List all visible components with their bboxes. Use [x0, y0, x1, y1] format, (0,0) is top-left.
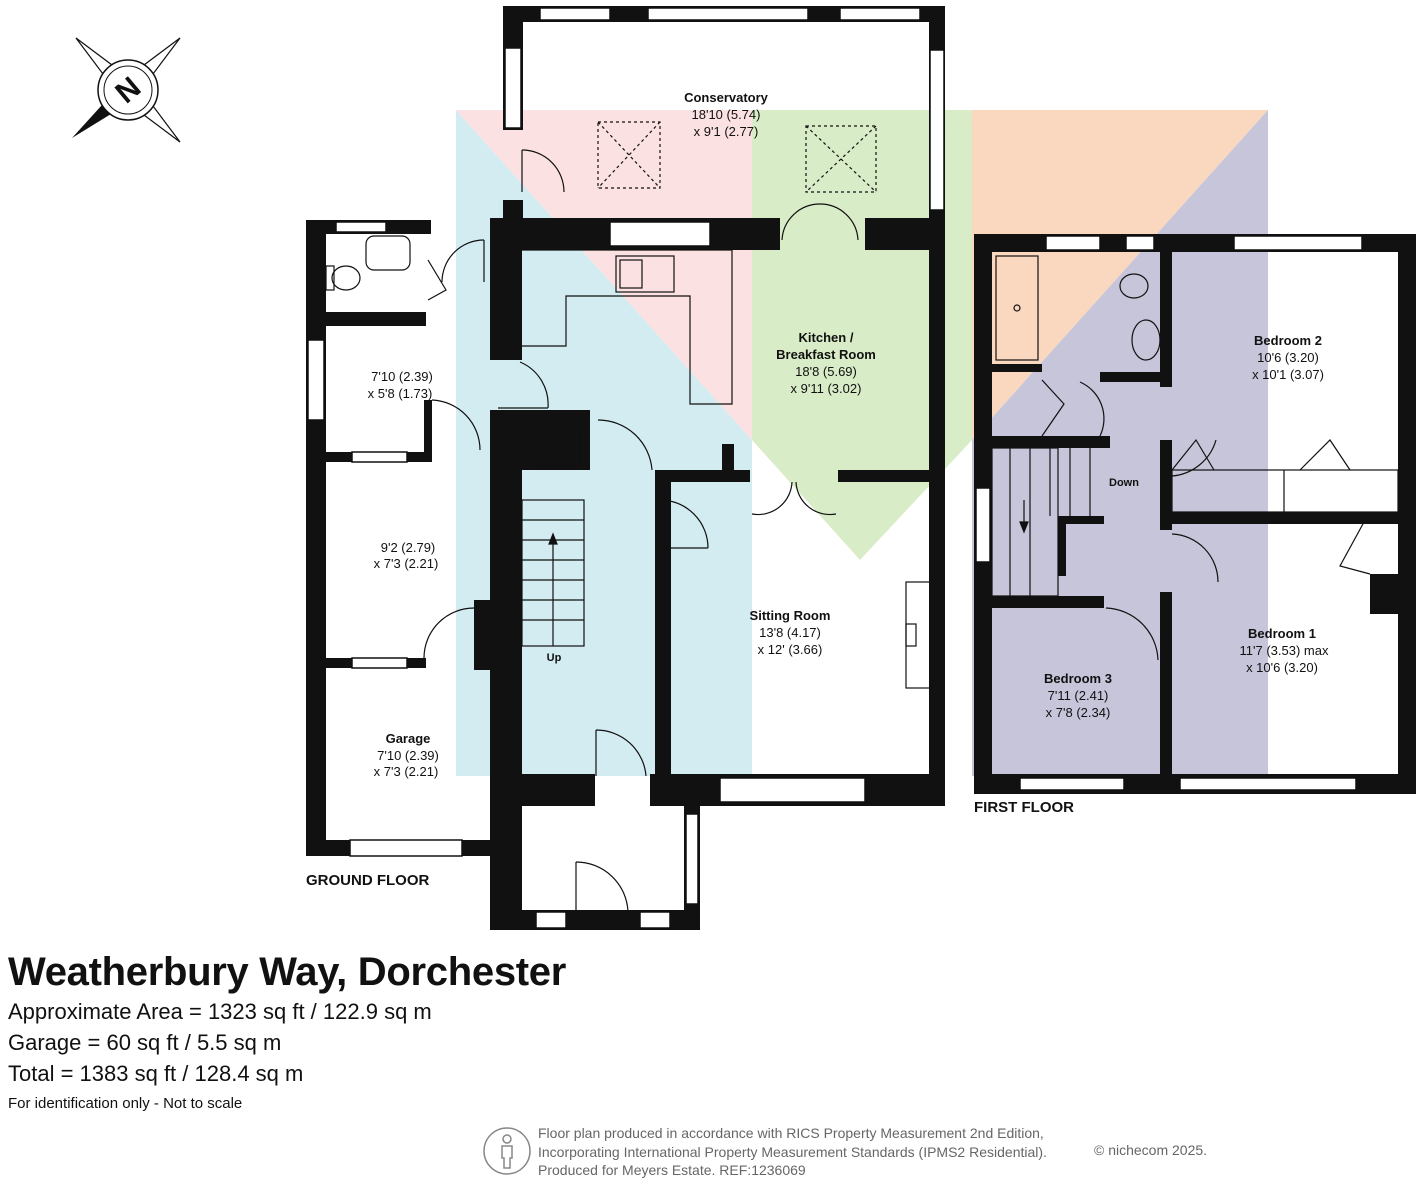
room-dim-bedroom1-2: x 10'6 (3.20) [1246, 660, 1318, 675]
property-info: Weatherbury Way, Dorchester Approximate … [8, 948, 708, 1112]
room-dim-store2-1: 9'2 (2.79) [381, 540, 436, 555]
room-dim-conservatory-1: 18'10 (5.74) [692, 107, 761, 122]
footer-line-2: Incorporating International Property Mea… [538, 1143, 1047, 1160]
stairs-up-label: Up [547, 652, 562, 664]
skylight-icon [805, 125, 877, 193]
property-title: Weatherbury Way, Dorchester [8, 950, 566, 994]
north-compass-icon: N [72, 37, 181, 143]
room-name-bedroom2: Bedroom 2 [1254, 333, 1322, 348]
footer-line-3: Produced for Meyers Estate. REF:1236069 [538, 1162, 806, 1178]
ground-stairs [521, 499, 585, 647]
person-measure-icon [483, 1127, 531, 1175]
room-name-kitchen-2: Breakfast Room [776, 347, 876, 362]
footer-line-1: Floor plan produced in accordance with R… [538, 1125, 1044, 1141]
footer-credit: © nichecom 2025. [1094, 1142, 1208, 1158]
toilet-icon [331, 265, 361, 291]
room-dim-kitchen-1: 18'8 (5.69) [795, 364, 857, 379]
sink-icon [615, 255, 675, 293]
ground-floor-label: GROUND FLOOR [306, 872, 429, 889]
room-name-conservatory: Conservatory [684, 90, 769, 105]
room-dim-garage-1: 7'10 (2.39) [377, 748, 439, 763]
room-dim-store1-2: x 5'8 (1.73) [368, 386, 433, 401]
first-floor-windows [975, 235, 1363, 791]
zone-bedrooms-purple [972, 110, 1268, 776]
total-area: Total = 1383 sq ft / 128.4 sq m [8, 1061, 304, 1086]
room-dim-bedroom2-2: x 10'1 (3.07) [1252, 367, 1324, 382]
room-dim-bedroom3-2: x 7'8 (2.34) [1046, 705, 1111, 720]
wc-fixtures [325, 235, 411, 291]
room-name-bedroom1: Bedroom 1 [1248, 626, 1316, 641]
room-dim-sitting-1: 13'8 (4.17) [759, 625, 821, 640]
room-dim-garage-2: x 7'3 (2.21) [374, 764, 439, 779]
fireplace-icon [905, 581, 931, 689]
footer: Floor plan produced in accordance with R… [482, 1124, 1242, 1180]
toilet-icon [1119, 273, 1149, 299]
room-name-sitting-room: Sitting Room [750, 608, 831, 623]
room-dim-bedroom3-1: 7'11 (2.41) [1048, 688, 1109, 703]
room-dim-kitchen-2: x 9'11 (3.02) [791, 381, 862, 396]
basin-icon [365, 235, 411, 271]
skylight-icon [597, 121, 661, 189]
room-dim-sitting-2: x 12' (3.66) [758, 642, 823, 657]
room-name-bedroom3: Bedroom 3 [1044, 671, 1112, 686]
room-dim-store1-1: 7'10 (2.39) [371, 369, 433, 384]
kitchen-fittings [522, 121, 931, 689]
garage-area: Garage = 60 sq ft / 5.5 sq m [8, 1030, 282, 1055]
shower-icon [995, 255, 1039, 361]
zone-hall-blue [456, 110, 752, 776]
hob-icon [535, 425, 581, 467]
room-dim-store2-2: x 7'3 (2.21) [374, 556, 439, 571]
room-name-kitchen-1: Kitchen / [799, 330, 854, 345]
room-labels: Conservatory 18'10 (5.74) x 9'1 (2.77) K… [368, 90, 1329, 779]
ground-floor-windows [307, 7, 945, 929]
first-floor-fittings [991, 255, 1399, 661]
basin-icon [1131, 319, 1161, 361]
stairs-down-label: Down [1109, 477, 1139, 489]
scale-note: For identification only - Not to scale [8, 1095, 243, 1112]
room-dim-conservatory-2: x 9'1 (2.77) [694, 124, 759, 139]
first-floor-label: FIRST FLOOR [974, 799, 1074, 816]
doors [423, 149, 859, 913]
room-dim-bedroom1-1: 11'7 (3.53) max [1240, 643, 1329, 658]
approximate-area: Approximate Area = 1323 sq ft / 122.9 sq… [8, 999, 432, 1024]
floor-plan-diagram: N Conservatory 18'10 (5.74) x 9'1 (2.77)… [72, 6, 1416, 930]
room-name-garage: Garage [386, 731, 431, 746]
first-floor-zones [972, 110, 1268, 776]
room-dim-bedroom2-1: 10'6 (3.20) [1257, 350, 1319, 365]
zone-kitchen-pink [456, 110, 752, 440]
